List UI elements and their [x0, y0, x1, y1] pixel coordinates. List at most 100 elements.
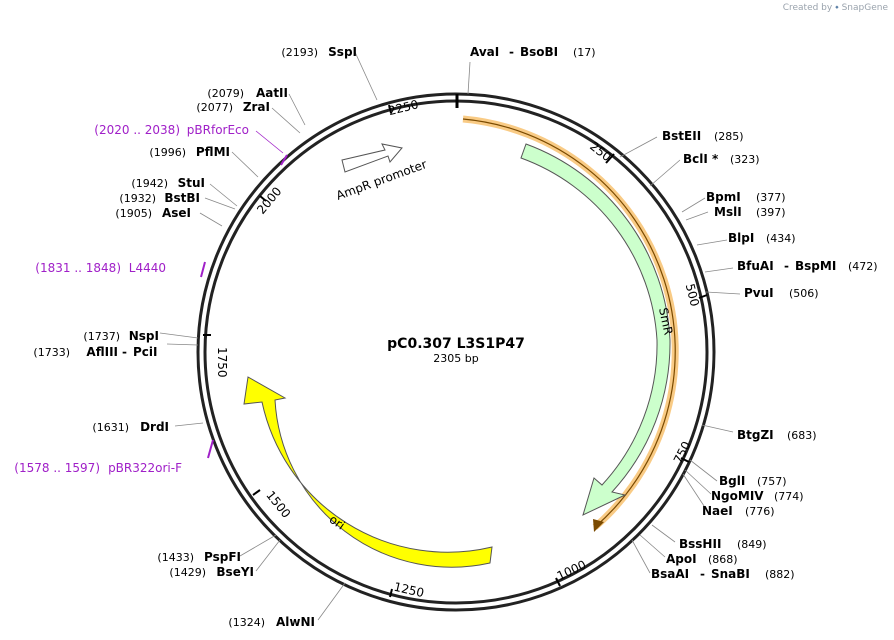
enzyme-label-bgli[interactable]: BglI (757)	[719, 474, 787, 488]
primer-label-l4440[interactable]: (1831 .. 1848) L4440	[35, 261, 166, 275]
tick-label-1750: 1750	[215, 347, 229, 378]
ring-tick-marks	[203, 104, 708, 598]
enzyme-label-aatii[interactable]: (2079) AatII	[207, 86, 288, 100]
plasmid-length: 2305 bp	[433, 352, 478, 365]
primer-range: (2020 .. 2038)	[94, 123, 180, 137]
ori-feature[interactable]	[243, 376, 493, 568]
enzyme-label-bfuai[interactable]: BfuAI - BspMI (472)	[737, 259, 878, 273]
smr-feature[interactable]	[520, 143, 671, 516]
primer-label-pbrforeco[interactable]: (2020 .. 2038) pBRforEco	[94, 123, 249, 137]
enzyme-label-drdi[interactable]: (1631) DrdI	[92, 420, 169, 434]
enzyme-pos: (1429)	[169, 566, 206, 579]
enzyme-pos: (2077)	[196, 101, 233, 114]
enzyme-name: BstEII	[662, 129, 701, 143]
tick-label-2250: 2250	[387, 97, 420, 118]
enzyme-name: BseYI	[216, 565, 254, 579]
ampr-promoter-feature[interactable]	[341, 143, 403, 173]
tick-mark-2000	[259, 195, 267, 202]
enzyme-label-bseyi[interactable]: (1429) BseYI	[169, 565, 254, 579]
enzyme-label-bsshii[interactable]: BssHII (849)	[679, 537, 767, 551]
enzyme-name: PspFI	[204, 550, 241, 564]
primer-label-pbr322ori-f[interactable]: (1578 .. 1597) pBR322ori-F	[14, 461, 182, 475]
enzyme-label-afliii[interactable]: (1733) AflIII - PciI	[33, 345, 157, 359]
enzyme-name: BglI	[719, 474, 745, 488]
enzyme-name: BclI *	[683, 152, 719, 166]
label-leader-lines	[159, 51, 741, 621]
enzyme-pos: (1733)	[33, 346, 70, 359]
enzyme-label-msli[interactable]: MslI (397)	[714, 205, 786, 219]
enzyme-name: NgoMIV	[711, 489, 764, 503]
enzyme-name: BstBI	[164, 191, 200, 205]
enzyme-pos: (776)	[745, 505, 775, 518]
primer-mark-pbr322ori-f	[207, 439, 214, 459]
enzyme-name: NspI	[129, 329, 159, 343]
tick-mark-500	[698, 294, 708, 299]
enzyme-label-alwni[interactable]: (1324) AlwNI	[228, 615, 315, 629]
enzyme-pos: (1905)	[115, 207, 152, 220]
enzyme-name-2: PciI	[133, 345, 158, 359]
enzyme-name: BlpI	[728, 231, 754, 245]
primer-name: L4440	[129, 261, 166, 275]
primer-mark-pbrforeco	[280, 154, 288, 166]
snapgene-credit: Created by ⬩ SnapGene	[783, 2, 888, 13]
enzyme-pos: (397)	[756, 206, 786, 219]
enzyme-label-btgzi[interactable]: BtgZI (683)	[737, 428, 817, 442]
enzyme-label-pspfi[interactable]: (1433) PspFI	[157, 550, 241, 564]
primer-name: pBRforEco	[187, 123, 249, 137]
enzyme-pos: (472)	[848, 260, 878, 273]
enzyme-name: AvaI	[470, 45, 499, 59]
enzyme-label-asei[interactable]: (1905) AseI	[115, 206, 191, 220]
tick-label-1250: 1250	[392, 580, 425, 601]
enzyme-pos: (1996)	[149, 146, 186, 159]
enzyme-name: BfuAI	[737, 259, 774, 273]
enzyme-name: PvuI	[744, 286, 774, 300]
smr-label: SmR	[656, 306, 675, 336]
enzyme-label-bsteii[interactable]: BstEII (285)	[662, 129, 744, 143]
enzyme-label-sspi[interactable]: (2193) SspI	[281, 45, 357, 59]
enzyme-pos: (774)	[774, 490, 804, 503]
enzyme-label-pvui[interactable]: PvuI (506)	[744, 286, 819, 300]
enzyme-name: PflMI	[196, 145, 230, 159]
enzyme-label-pflmi[interactable]: (1996) PflMI	[149, 145, 230, 159]
enzyme-pos: (2079)	[207, 87, 244, 100]
enzyme-name: ApoI	[666, 552, 697, 566]
enzyme-label-blpi[interactable]: BlpI (434)	[728, 231, 796, 245]
enzyme-label-bstbi[interactable]: (1932) BstBI	[119, 191, 200, 205]
enzyme-pos: (1433)	[157, 551, 194, 564]
enzyme-label-bsaai[interactable]: BsaAI - SnaBI (882)	[651, 567, 795, 581]
enzyme-pos: (1942)	[131, 177, 168, 190]
enzyme-label-stui[interactable]: (1942) StuI	[131, 176, 205, 190]
enzyme-pos: (882)	[765, 568, 795, 581]
enzyme-pos: (683)	[787, 429, 817, 442]
enzyme-pos: (17)	[573, 46, 596, 59]
enzyme-pos: (377)	[756, 191, 786, 204]
enzyme-label-bpmi[interactable]: BpmI (377)	[706, 190, 786, 204]
enzyme-name: AseI	[162, 206, 191, 220]
enzyme-name: BsaAI	[651, 567, 689, 581]
orf-arrowhead	[593, 519, 604, 532]
svg-text:-: -	[700, 567, 705, 581]
tick-mark-2250	[388, 104, 392, 114]
enzyme-label-avai[interactable]: AvaI - BsoBI (17)	[470, 45, 596, 59]
enzyme-pos: (1737)	[83, 330, 120, 343]
enzyme-pos: (849)	[737, 538, 767, 551]
enzyme-label-bcli[interactable]: BclI * (323)	[683, 152, 760, 166]
enzyme-label-zrai[interactable]: (2077) ZraI	[196, 100, 270, 114]
enzyme-label-ngomiv[interactable]: NgoMIV (774)	[711, 489, 804, 503]
enzyme-name: BssHII	[679, 537, 721, 551]
enzyme-pos: (1324)	[228, 616, 265, 629]
enzyme-label-nspi[interactable]: (1737) NspI	[83, 329, 159, 343]
enzyme-name: BtgZI	[737, 428, 774, 442]
enzyme-name: ZraI	[243, 100, 270, 114]
snapgene-logo-icon: ⬩	[835, 2, 839, 13]
enzyme-label-apoi[interactable]: ApoI (868)	[666, 552, 738, 566]
enzyme-name: AlwNI	[276, 615, 315, 629]
tick-mark-1500	[252, 489, 261, 496]
tick-label-2000: 2000	[254, 184, 284, 216]
credit-brand: SnapGene	[841, 3, 888, 13]
enzyme-pos: (2193)	[281, 46, 318, 59]
enzyme-label-naei[interactable]: NaeI (776)	[702, 504, 775, 518]
enzyme-name: NaeI	[702, 504, 733, 518]
plasmid-name: pC0.307 L3S1P47	[387, 336, 525, 352]
enzyme-name-2: BspMI	[795, 259, 836, 273]
